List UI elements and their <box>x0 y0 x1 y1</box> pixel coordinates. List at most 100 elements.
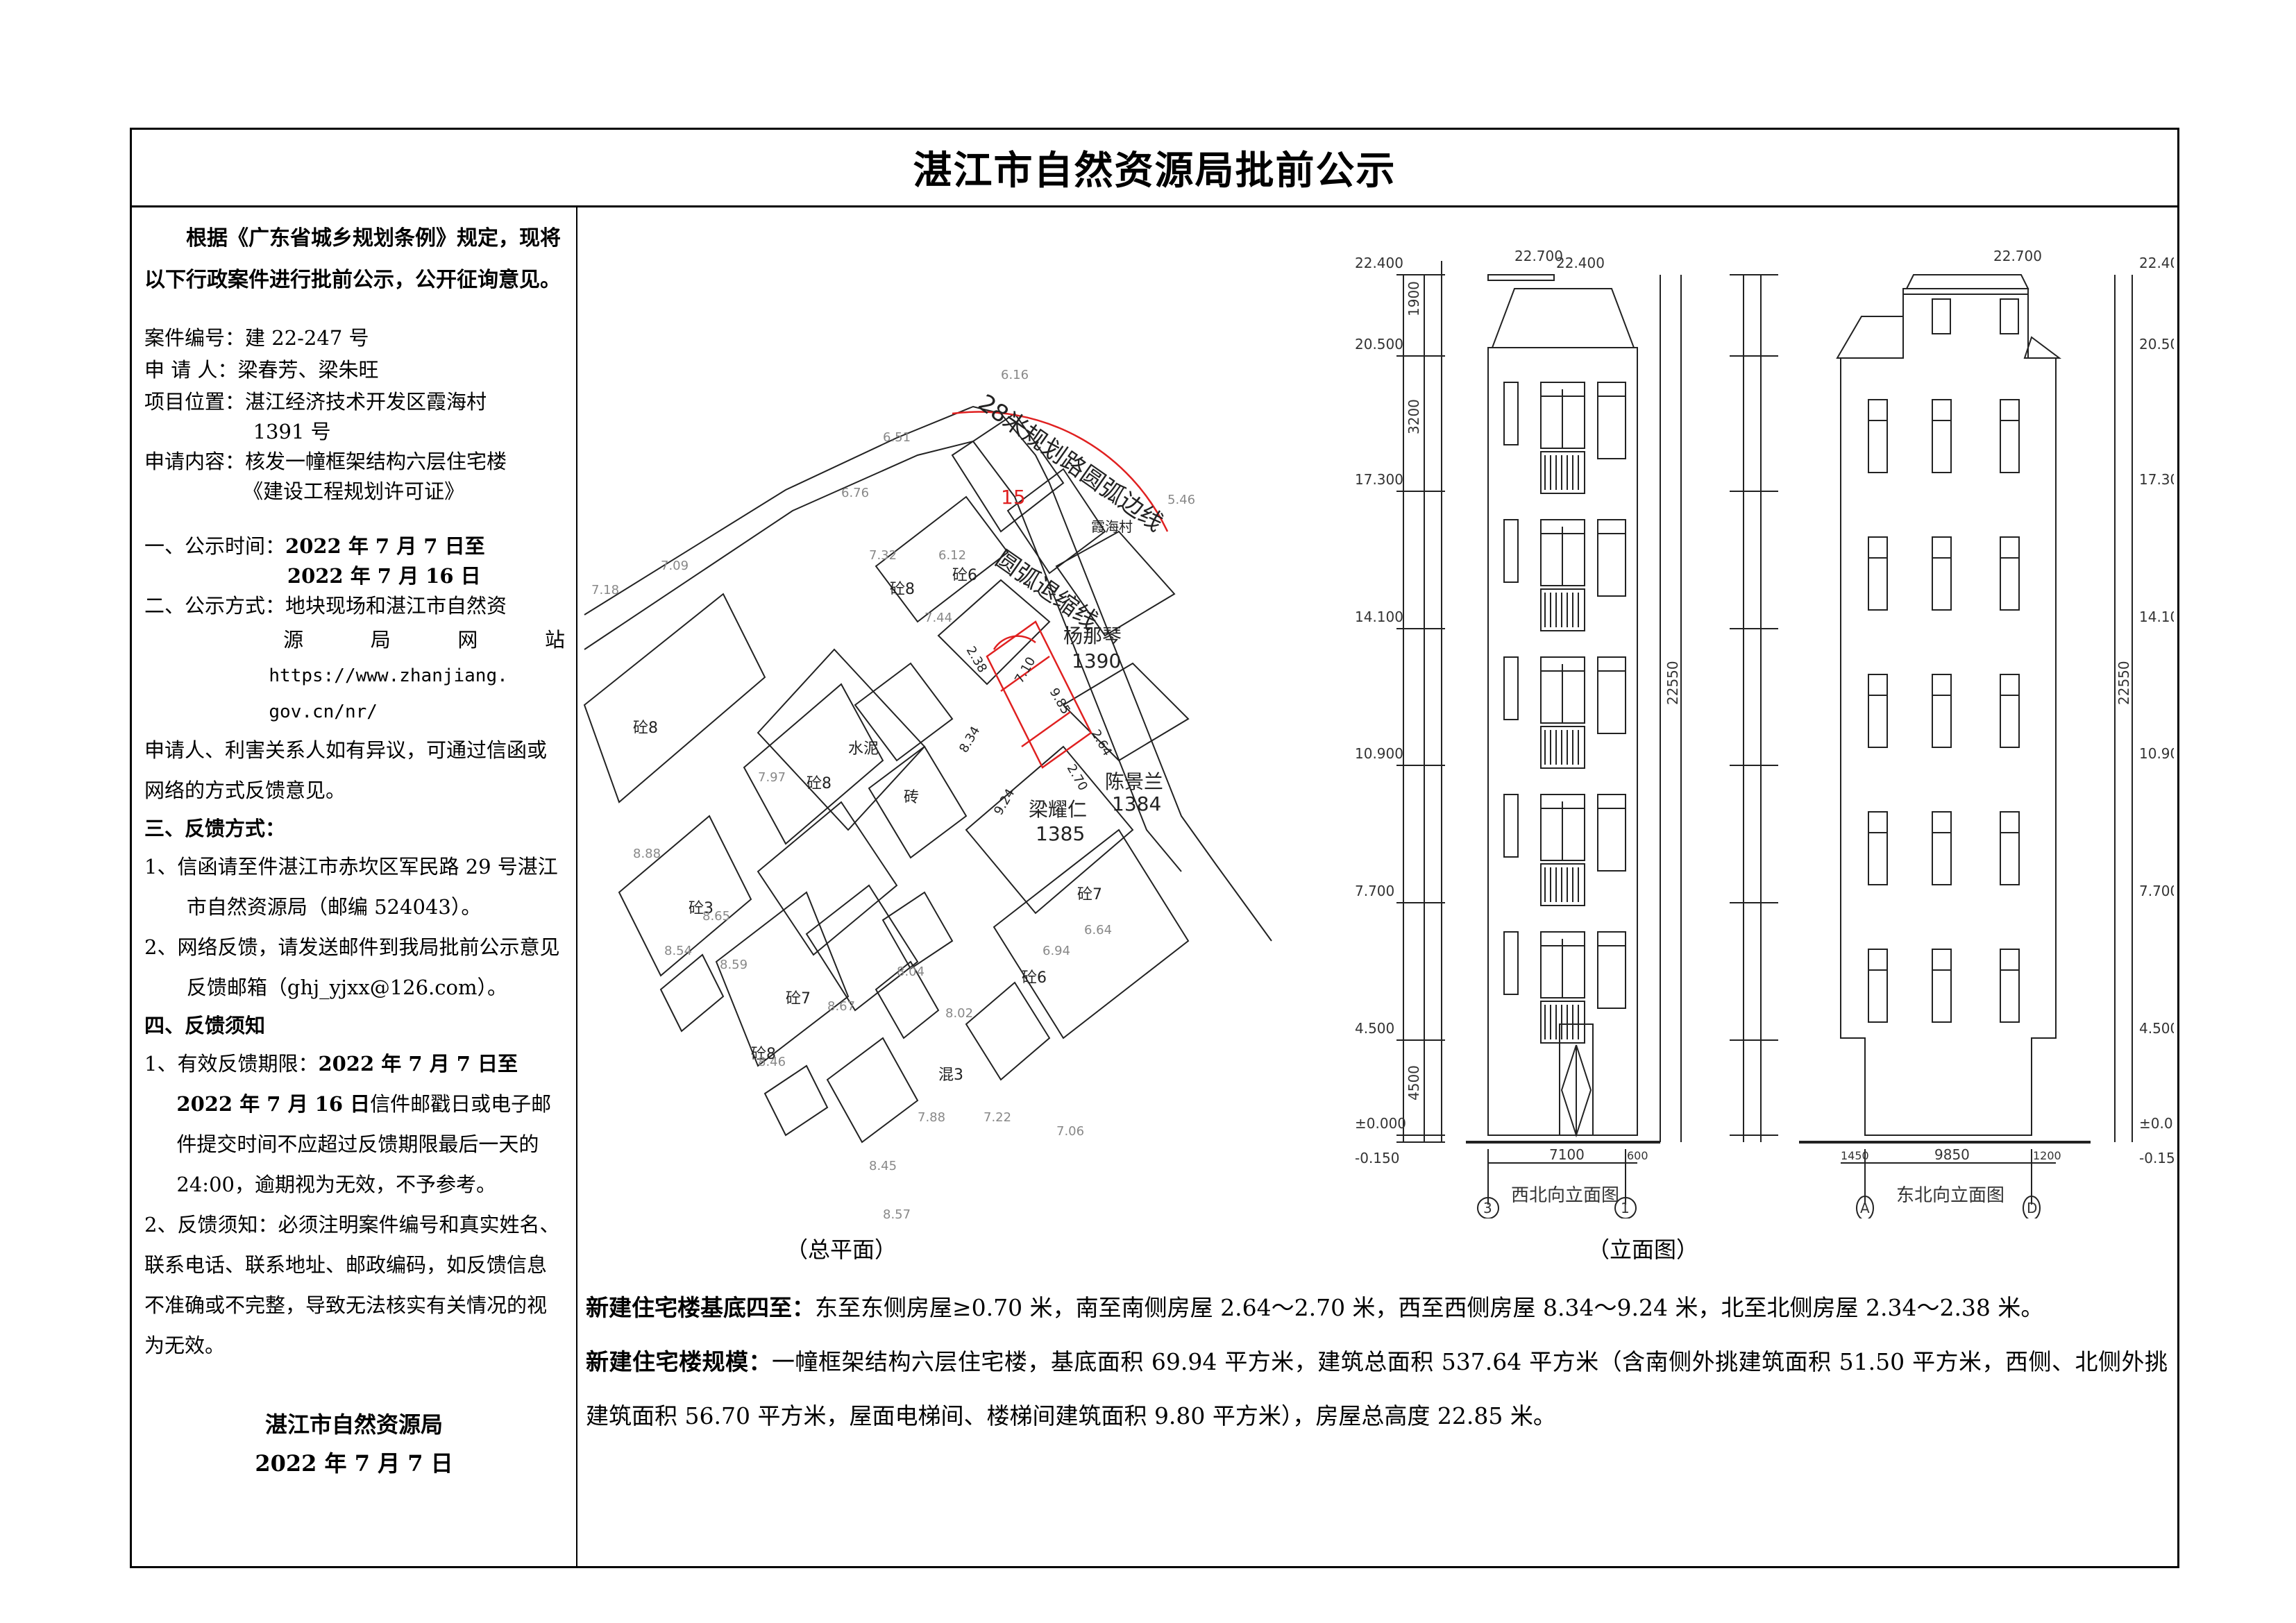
marker-number: 15 <box>1001 486 1026 509</box>
site-plan-caption: （总平面） <box>786 1237 897 1263</box>
location-value: 湛江经济技术开发区霞海村 <box>245 390 487 414</box>
signature-block: 湛江市自然资源局 2022 年 7 月 7 日 <box>132 1405 576 1483</box>
dimension-label: 7.10 <box>1012 654 1038 686</box>
applicant-row: 申 请 人： 梁春芳、梁朱旺 <box>144 354 565 386</box>
level-label: 4.500 <box>2139 1020 2174 1037</box>
location-label: 项目位置： <box>144 390 246 414</box>
level-label: 14.100 <box>2139 609 2174 625</box>
method-value: 地块现场和湛江市自然资 <box>285 594 507 618</box>
level-label: 22.400 <box>2139 255 2174 271</box>
dim-outer: 3200 <box>1406 399 1422 434</box>
material-label: 水泥 <box>848 740 879 758</box>
scale-label: 新建住宅楼规模： <box>586 1348 772 1375</box>
material-label: 混3 <box>938 1067 963 1084</box>
elevation-point: 6.64 <box>1084 923 1112 937</box>
elevation-point: 8.54 <box>664 944 692 958</box>
elevation-point: 7.18 <box>591 583 619 597</box>
elevation-point: 6.16 <box>1001 368 1029 382</box>
village-label: 霞海村 <box>1091 518 1133 535</box>
elevation-point: 6.12 <box>938 548 966 563</box>
intro-paragraph: 根据《广东省城乡规划条例》规定，现将以下行政案件进行批前公示，公开征询意见。 <box>144 226 561 292</box>
neighbor-1-name: 杨那琴 <box>1063 624 1122 647</box>
width-dim: 1200 <box>2033 1149 2061 1162</box>
northwest-elevation-drawing: 22.400 20.500 17.300 14.100 10.900 7.700… <box>1355 248 1682 1218</box>
width-dim: 1450 <box>1841 1149 1869 1162</box>
elevation-point: 7.22 <box>984 1110 1011 1125</box>
notice-deadline-rest: 信件邮戳日或电子邮件提交时间不应超过反馈期限最后一天的 24:00，逾期视为无效… <box>176 1092 552 1196</box>
elevation-point: 5.46 <box>1167 493 1195 507</box>
level-label: 17.300 <box>2139 471 2174 488</box>
notice-deadline: 1、有效反馈期限：2022 年 7 月 7 日至 2022 年 7 月 16 日… <box>144 1044 565 1205</box>
dimension-label: 2.38 <box>963 644 990 675</box>
location-row: 项目位置： 湛江经济技术开发区霞海村 <box>144 386 565 418</box>
axis-label-right: 1 <box>1621 1200 1630 1216</box>
level-label: ±0.000 <box>2139 1115 2174 1132</box>
width-dim: 7100 <box>1549 1146 1585 1163</box>
elevation-point: 7.06 <box>1056 1124 1084 1139</box>
level-label: 7.700 <box>1355 883 1394 899</box>
roof-level-label: 22.700 <box>1993 248 2042 264</box>
elevation-point: 7.44 <box>925 611 952 625</box>
material-label: 砼7 <box>786 990 811 1008</box>
feedback-heading: 三、反馈方式： <box>144 817 286 840</box>
notice-requirements: 2、反馈须知：必须注明案件编号和真实姓名、联系电话、联系地址、邮政编码，如反馈信… <box>144 1213 560 1357</box>
notice-text-column: 根据《广东省城乡规划条例》规定，现将以下行政案件进行批前公示，公开征询意见。 案… <box>132 205 577 1566</box>
axis-label-left: A <box>1860 1200 1870 1216</box>
method-value-2: 源 局 网 站 <box>283 628 565 652</box>
elevation-point: 7.88 <box>918 1110 945 1125</box>
northeast-elevation-drawing: 22.400 20.500 17.300 14.100 10.900 7.700… <box>1730 248 2174 1218</box>
elevation-point: 8.45 <box>869 1159 897 1173</box>
material-label: 砼8 <box>807 775 832 792</box>
content-row: 申请内容： 核发一幢框架结构六层住宅楼 <box>144 445 565 477</box>
period-row: 一、公示时间： 2022 年 7 月 7 日至 <box>144 530 565 562</box>
case-number-value: 建 22-247 号 <box>245 326 369 350</box>
level-label: 22.400 <box>1355 255 1403 271</box>
elevation-point: 7.97 <box>758 770 786 785</box>
setback-label: 圆弧退缩线 <box>990 545 1103 636</box>
case-number-row: 案件编号： 建 22-247 号 <box>144 322 565 354</box>
objection-paragraph: 申请人、利害关系人如有异议，可通过信函或网络的方式反馈意见。 <box>144 738 548 802</box>
width-dim: 600 <box>1627 1149 1648 1162</box>
width-dim: 9850 <box>1934 1146 1970 1163</box>
page-title: 湛江市自然资源局批前公示 <box>913 148 1396 194</box>
level-label: ±0.000 <box>1355 1115 1406 1132</box>
notice-heading: 四、反馈须知 <box>144 1014 266 1037</box>
roof-level-label: 22.700 <box>1514 248 1563 264</box>
material-label: 砼3 <box>689 900 714 917</box>
dimension-label: 8.34 <box>956 724 983 755</box>
dim-outer: 4500 <box>1406 1065 1422 1101</box>
method-url-1[interactable]: https://www.zhanjiang. <box>269 665 508 686</box>
elevation-point: 8.02 <box>945 1006 973 1021</box>
scale-text: 一幢框架结构六层住宅楼，基底面积 69.94 平方米，建筑总面积 537.64 … <box>586 1348 2168 1429</box>
level-label: -0.150 <box>2139 1150 2174 1166</box>
elevation-point: 8.67 <box>827 999 855 1014</box>
notice-deadline-dates: 2022 年 7 月 7 日至 2022 年 7 月 16 日 <box>176 1052 518 1116</box>
dimension-label: 2.64 <box>1088 727 1115 758</box>
elevation-point: 7.32 <box>869 548 897 563</box>
elevation-point: 8.46 <box>758 1055 786 1069</box>
neighbor-3-name: 梁耀仁 <box>1029 798 1087 821</box>
axis-label-left: 3 <box>1483 1200 1492 1216</box>
neighbor-1-no: 1390 <box>1072 649 1121 672</box>
axis-label-right: D <box>2027 1200 2037 1216</box>
material-label: 砼6 <box>952 567 977 584</box>
method-url-2[interactable]: gov.cn/nr/ <box>269 702 378 722</box>
level-label: 17.300 <box>1355 471 1403 488</box>
material-label: 砼7 <box>1077 886 1102 903</box>
neighbor-2-name: 陈景兰 <box>1105 770 1163 793</box>
location-value-2: 1391 号 <box>253 420 331 443</box>
material-label: 砖 <box>904 789 919 806</box>
site-plan-drawing: 28米规划路圆弧边线 圆弧退缩线 霞海村 15 杨那琴 1390 陈景兰 138… <box>583 368 1272 1222</box>
elevation-point: 8.57 <box>883 1207 911 1222</box>
content-value-2: 《建设工程规划许可证》 <box>243 479 465 503</box>
level-label: 7.700 <box>2139 883 2174 899</box>
summary-text: 新建住宅楼基底四至：东至东侧房屋≥0.70 米，南至南侧房屋 2.64～2.70… <box>586 1281 2168 1443</box>
signature-org: 湛江市自然资源局 <box>264 1411 443 1438</box>
applicant-value: 梁春芳、梁朱旺 <box>237 358 379 382</box>
level-label: 10.900 <box>2139 745 2174 762</box>
applicant-label: 申 请 人： <box>144 358 238 382</box>
level-label: 20.500 <box>2139 336 2174 352</box>
boundary-text: 东至东侧房屋≥0.70 米，南至南侧房屋 2.64～2.70 米，西至西侧房屋 … <box>815 1294 2044 1321</box>
level-label: -0.150 <box>1355 1150 1399 1166</box>
elevation-point: 8.65 <box>702 909 730 924</box>
